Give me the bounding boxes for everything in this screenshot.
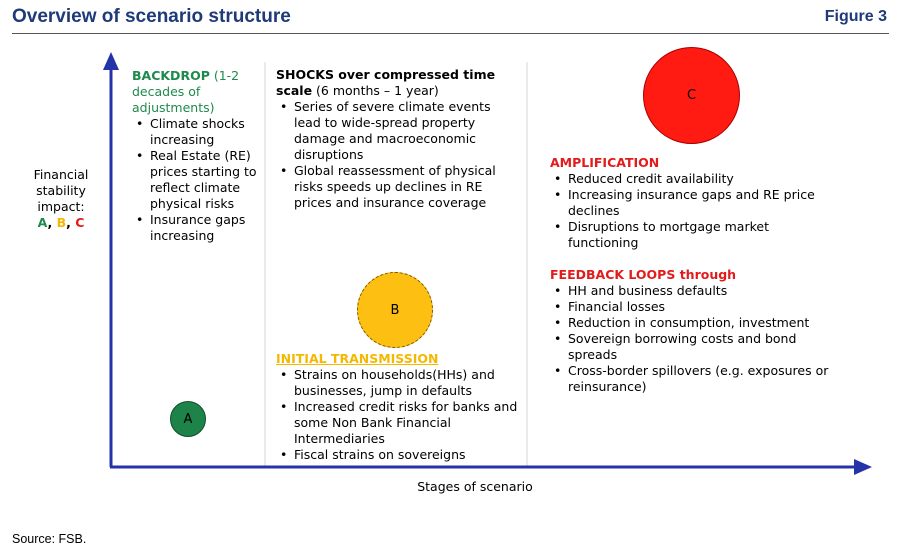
amplification-block: AMPLIFICATION Reduced credit availabilit… <box>550 155 842 251</box>
list-item: Sovereign borrowing costs and bond sprea… <box>550 331 846 363</box>
amplification-list: Reduced credit availability Increasing i… <box>550 171 842 251</box>
backdrop-block: BACKDROP (1-2 decades of adjustments) Cl… <box>132 68 264 260</box>
transmission-block: INITIAL TRANSMISSION Strains on househol… <box>276 351 526 463</box>
list-item: Real Estate (RE) prices starting to refl… <box>132 148 264 212</box>
feedback-heading: FEEDBACK LOOPS through <box>550 267 737 282</box>
list-item: Global reassessment of physical risks sp… <box>276 163 520 211</box>
list-item: Increased credit risks for banks and som… <box>276 399 526 447</box>
header-rule <box>12 33 889 34</box>
circle-b: B <box>357 272 433 348</box>
backdrop-heading-bold: BACKDROP <box>132 68 210 83</box>
backdrop-list: Climate shocks increasing Real Estate (R… <box>132 116 264 244</box>
list-item: Fiscal strains on sovereigns <box>276 447 526 463</box>
transmission-heading: INITIAL TRANSMISSION <box>276 351 439 366</box>
level-c: C <box>75 215 85 230</box>
level-b: B <box>56 215 67 230</box>
list-item: Insurance gaps increasing <box>132 212 264 244</box>
shocks-heading-rest: (6 months – 1 year) <box>312 83 439 98</box>
list-item: Cross-border spillovers (e.g. exposures … <box>550 363 846 395</box>
y-axis-levels: A, B, C <box>37 215 85 230</box>
y-axis-label-line: Financial <box>33 167 89 182</box>
feedback-list: HH and business defaults Financial losse… <box>550 283 846 395</box>
list-item: Climate shocks increasing <box>132 116 264 148</box>
list-item: Strains on households(HHs) and businesse… <box>276 367 526 399</box>
shocks-heading: SHOCKS over compressed time scale (6 mon… <box>276 67 520 99</box>
list-item: Financial losses <box>550 299 846 315</box>
list-item: Disruptions to mortgage market functioni… <box>550 219 842 251</box>
figure-title: Overview of scenario structure <box>12 6 291 27</box>
x-axis-label: Stages of scenario <box>417 479 533 494</box>
circle-a: A <box>170 401 206 437</box>
list-item: Series of severe climate events lead to … <box>276 99 520 163</box>
level-a: A <box>37 215 48 230</box>
backdrop-heading: BACKDROP (1-2 decades of adjustments) <box>132 68 264 116</box>
feedback-block: FEEDBACK LOOPS through HH and business d… <box>550 267 846 395</box>
list-item: Reduced credit availability <box>550 171 842 187</box>
amplification-heading: AMPLIFICATION <box>550 155 660 170</box>
y-axis-label: Financial stability impact: A, B, C <box>20 167 102 231</box>
shocks-list: Series of severe climate events lead to … <box>276 99 520 211</box>
shocks-block: SHOCKS over compressed time scale (6 mon… <box>276 67 520 211</box>
y-axis-label-line: impact: <box>37 199 85 214</box>
list-item: Reduction in consumption, investment <box>550 315 846 331</box>
source-note: Source: FSB. <box>12 532 87 546</box>
circle-c: C <box>643 47 740 144</box>
y-axis-arrow <box>103 52 119 70</box>
figure-number: Figure 3 <box>824 8 887 25</box>
x-axis-arrow <box>854 459 872 475</box>
list-item: Increasing insurance gaps and RE price d… <box>550 187 842 219</box>
list-item: HH and business defaults <box>550 283 846 299</box>
shocks-heading-bold: SHOCKS over compressed time scale <box>276 67 496 98</box>
y-axis-label-line: stability <box>36 183 86 198</box>
transmission-list: Strains on households(HHs) and businesse… <box>276 367 526 463</box>
backdrop-heading-rest: (1-2 decades of adjustments) <box>132 68 240 115</box>
